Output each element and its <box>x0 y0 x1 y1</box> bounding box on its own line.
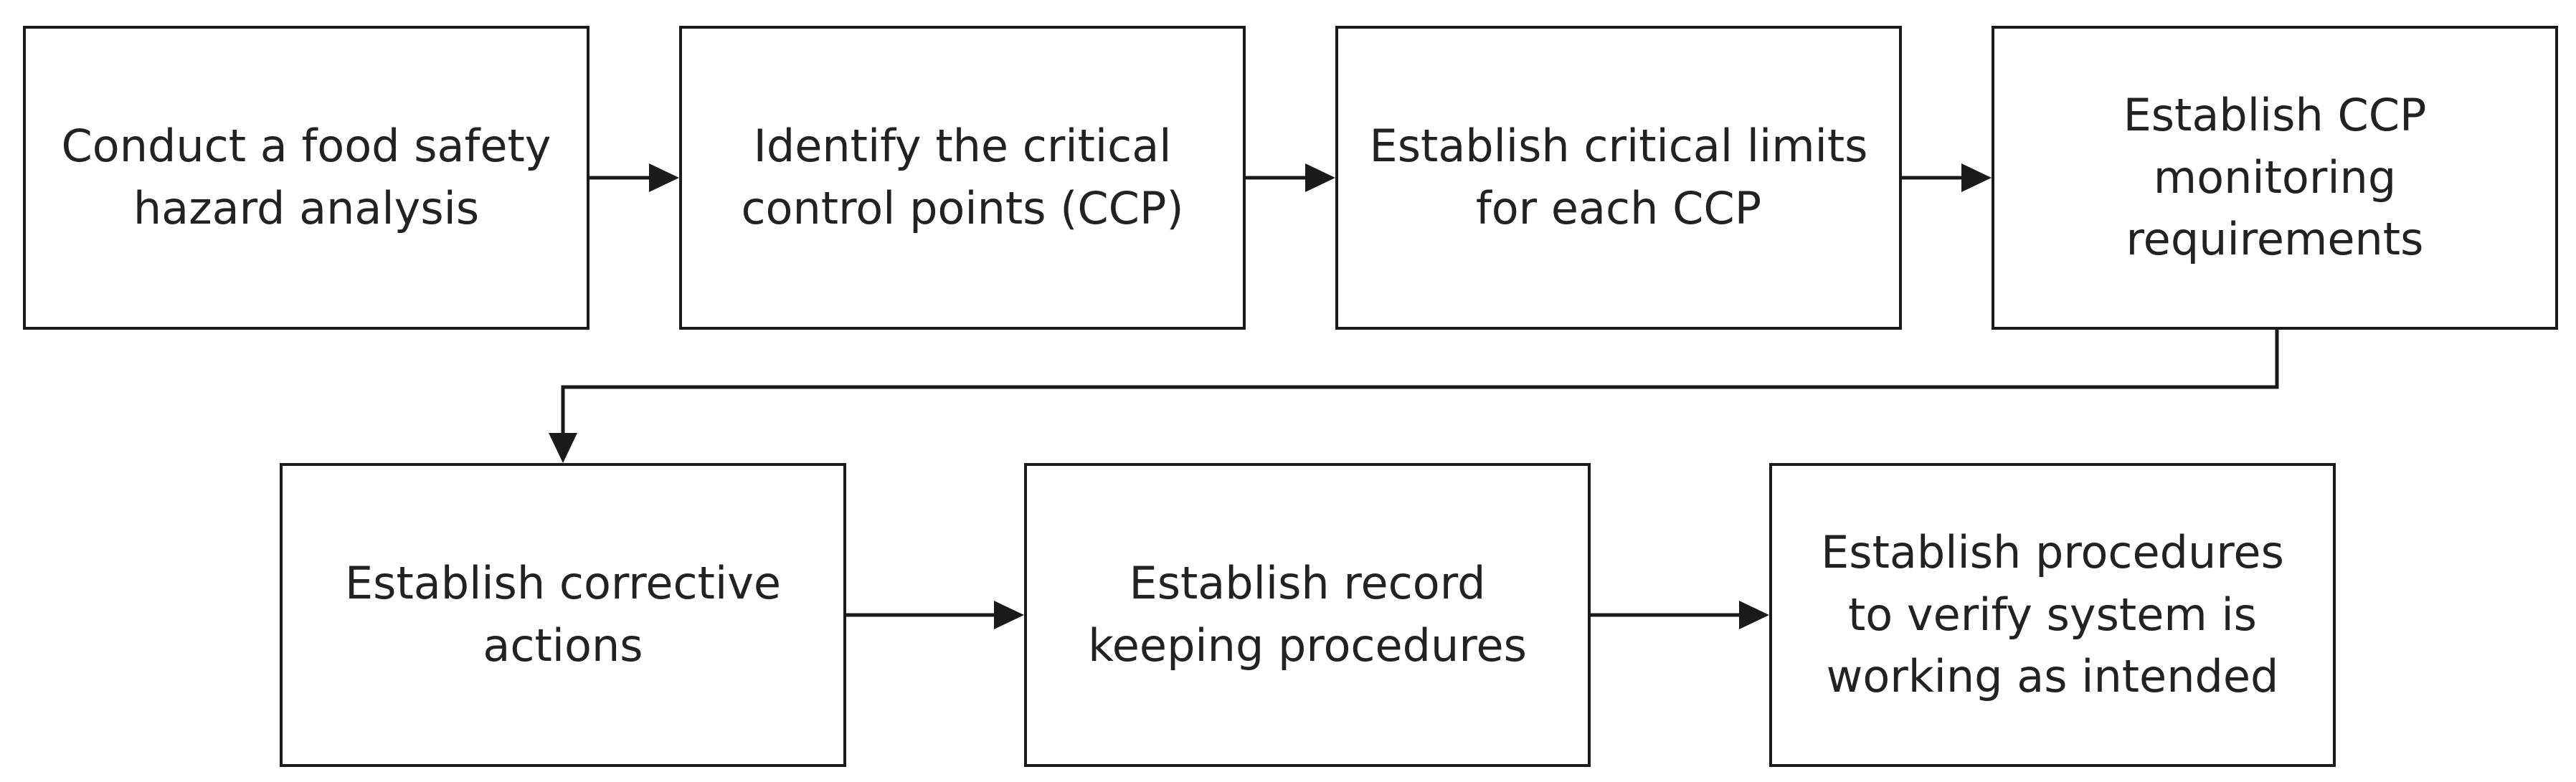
step-label: Establish critical limits for each CCP <box>1369 120 1868 234</box>
step-monitoring-box: Establish CCP monitoring requirements <box>1992 26 2558 330</box>
arrowhead-3-to-4 <box>1961 163 1992 192</box>
arrowhead-1-to-2 <box>649 163 679 192</box>
step-label: Conduct a food safety hazard analysis <box>61 120 551 234</box>
arrowhead-6-to-7 <box>1739 601 1769 629</box>
step-corrective-actions-box: Establish corrective actions <box>280 463 846 767</box>
step-label: Identify the critical control points (CC… <box>741 120 1184 234</box>
step-label: Establish corrective actions <box>344 557 782 672</box>
arrowhead-5-to-6 <box>994 601 1024 629</box>
step-critical-limits-box: Establish critical limits for each CCP <box>1335 26 1902 330</box>
step-identify-ccp-box: Identify the critical control points (CC… <box>679 26 1246 330</box>
arrowhead-4-to-5 <box>549 433 577 463</box>
step-label: Establish record keeping procedures <box>1088 557 1527 672</box>
arrowhead-2-to-3 <box>1305 163 1335 192</box>
step-label: Establish CCP monitoring requirements <box>2123 88 2427 266</box>
step-label: Establish procedures to verify system is… <box>1821 525 2284 703</box>
step-record-keeping-box: Establish record keeping procedures <box>1024 463 1591 767</box>
step-verification-box: Establish procedures to verify system is… <box>1769 463 2336 767</box>
step-hazard-analysis-box: Conduct a food safety hazard analysis <box>23 26 589 330</box>
arrow-4-to-5 <box>561 330 2279 438</box>
